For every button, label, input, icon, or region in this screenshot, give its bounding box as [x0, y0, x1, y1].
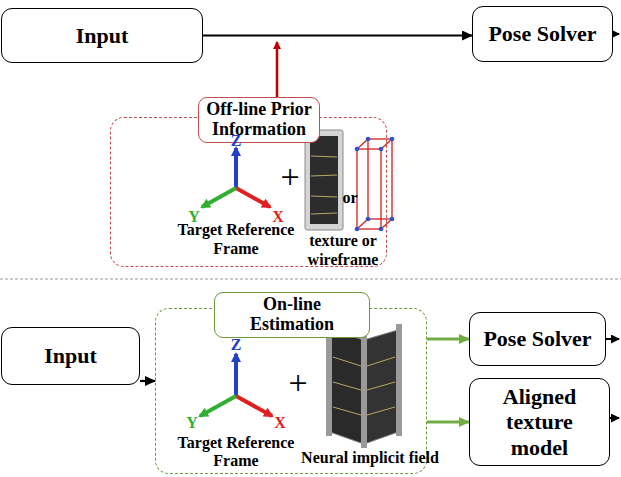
process-box: Pose Solver: [469, 312, 606, 366]
process-box: Pose Solver: [472, 6, 613, 62]
axis-label: Z: [231, 335, 242, 354]
flow-arrow: [140, 380, 155, 382]
box-label: Input: [44, 343, 97, 368]
region-heading: On-line Estimation: [214, 292, 370, 338]
axis-label: X: [274, 413, 286, 432]
figure-label: Target Reference Frame: [172, 220, 300, 258]
axis-label: +: [288, 366, 307, 400]
flow-arrow: [427, 338, 469, 341]
region-heading: Off-line Prior Information: [198, 97, 320, 143]
box-label: Pose Solver: [483, 326, 591, 351]
process-box: Input: [1, 327, 140, 385]
box-label: Pose Solver: [488, 21, 596, 46]
figure-label: or: [342, 188, 357, 207]
figure-label: Neural implicit field: [301, 448, 439, 467]
axis-label: +: [280, 160, 299, 194]
flow-arrow: [203, 34, 472, 36]
box-label: Input: [76, 23, 129, 48]
figure-label: texture or wireframe: [295, 231, 391, 269]
axis-label: Z: [231, 131, 242, 150]
process-box: Input: [1, 8, 203, 63]
figure-label: Target Reference Frame: [172, 434, 300, 471]
flow-arrow: [427, 421, 469, 424]
box-label: Aligned texture model: [478, 384, 601, 460]
axis-label: Y: [186, 413, 198, 432]
process-box: Aligned texture model: [469, 378, 610, 466]
